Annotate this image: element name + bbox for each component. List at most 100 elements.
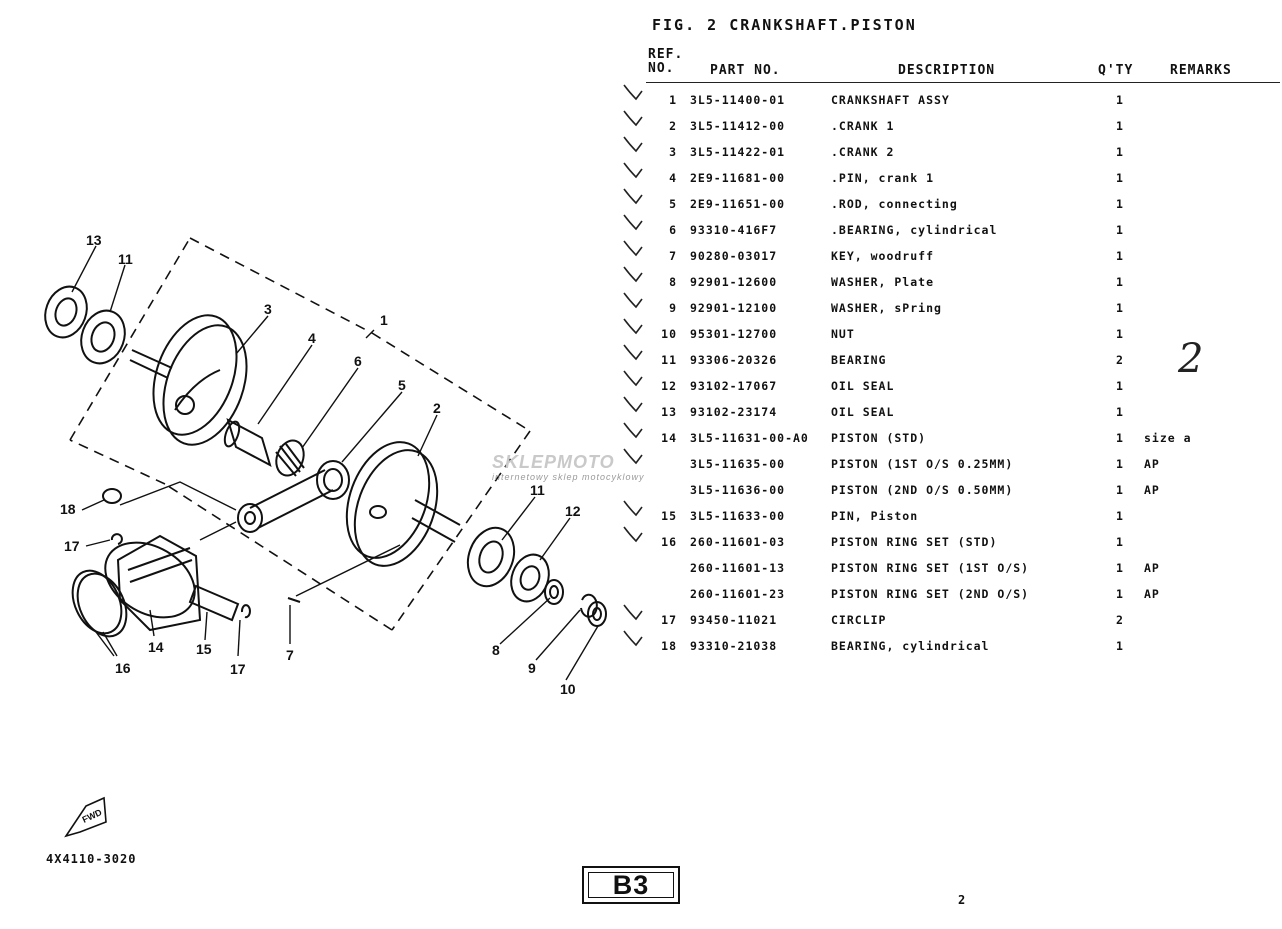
ref-cell: 2 — [669, 119, 677, 133]
part-no-cell: 2E9-11651-00 — [690, 197, 786, 211]
qty-cell: 2 — [1116, 353, 1124, 367]
remarks-cell: AP — [1144, 457, 1160, 471]
qty-cell: 1 — [1116, 561, 1124, 575]
ref-cell: 5 — [669, 197, 677, 211]
description-cell: PISTON (1ST O/S 0.25MM) — [831, 457, 1014, 471]
ref-cell: 18 — [661, 639, 677, 653]
part-no-cell: 260-11601-23 — [690, 587, 786, 601]
description-cell: BEARING, cylindrical — [831, 639, 990, 653]
diagram-code: 4X4110-3020 — [46, 852, 137, 866]
qty-cell: 1 — [1116, 145, 1124, 159]
check-mark-icon — [623, 240, 643, 257]
check-mark-icon — [623, 630, 643, 647]
callout-label: 18 — [60, 501, 76, 517]
part-no-cell: 3L5-11422-01 — [690, 145, 786, 159]
callout-label: 1 — [380, 312, 388, 328]
qty-cell: 1 — [1116, 275, 1124, 289]
callout-label: 12 — [565, 503, 581, 519]
qty-cell: 1 — [1116, 119, 1124, 133]
qty-cell: 2 — [1116, 613, 1124, 627]
part-no-cell: 93310-416F7 — [690, 223, 778, 237]
callout-label: 16 — [115, 660, 131, 676]
ref-cell: 7 — [669, 249, 677, 263]
check-mark-icon — [623, 500, 643, 517]
callout-label: 8 — [492, 642, 500, 658]
ref-cell: 1 — [669, 93, 677, 107]
callout-label: 9 — [528, 660, 536, 676]
watermark-tagline: internetowy sklep motocyklowy — [492, 472, 645, 482]
check-mark-icon — [623, 448, 643, 465]
part-no-cell: 93306-20326 — [690, 353, 778, 367]
check-mark-icon — [623, 292, 643, 309]
callout-label: 6 — [354, 353, 362, 369]
description-cell: PISTON (STD) — [831, 431, 927, 445]
check-mark-icon — [623, 396, 643, 413]
description-header: DESCRIPTION — [898, 63, 996, 78]
part-no-cell: 93102-17067 — [690, 379, 778, 393]
part-no-cell: 93102-23174 — [690, 405, 778, 419]
check-mark-icon — [623, 136, 643, 153]
ref-no-header: REF. NO. — [648, 48, 683, 76]
qty-cell: 1 — [1116, 93, 1124, 107]
qty-cell: 1 — [1116, 639, 1124, 653]
description-cell: PISTON RING SET (2ND O/S) — [831, 587, 1030, 601]
ref-cell: 11 — [661, 353, 677, 367]
description-cell: CIRCLIP — [831, 613, 887, 627]
callout-label: 15 — [196, 641, 212, 657]
table-row: 11 93306-20326 BEARING 2 — [0, 353, 1282, 373]
callout-label: 14 — [148, 639, 164, 655]
qty-cell: 1 — [1116, 197, 1124, 211]
part-no-cell: 3L5-11631-00-A0 — [690, 431, 809, 445]
ref-cell: 14 — [661, 431, 677, 445]
callout-label: 11 — [530, 482, 545, 498]
qty-header: Q'TY — [1098, 63, 1134, 78]
description-cell: KEY, woodruff — [831, 249, 935, 263]
qty-cell: 1 — [1116, 327, 1124, 341]
part-no-cell: 95301-12700 — [690, 327, 778, 341]
qty-cell: 1 — [1116, 535, 1124, 549]
qty-cell: 1 — [1116, 171, 1124, 185]
check-mark-icon — [623, 266, 643, 283]
remarks-cell: AP — [1144, 587, 1160, 601]
part-no-cell: 3L5-11636-00 — [690, 483, 786, 497]
ref-cell: 12 — [661, 379, 677, 393]
ref-cell: 16 — [661, 535, 677, 549]
handwritten-note: 2 — [1178, 336, 1204, 382]
description-cell: OIL SEAL — [831, 405, 895, 419]
ref-cell: 10 — [661, 327, 677, 341]
table-row: 3 3L5-11422-01 .CRANK 2 1 — [0, 145, 1282, 165]
page-number: 2 — [958, 893, 966, 907]
qty-cell: 1 — [1116, 587, 1124, 601]
ref-cell: 3 — [669, 145, 677, 159]
check-mark-icon — [623, 422, 643, 439]
remarks-cell: AP — [1144, 483, 1160, 497]
qty-cell: 1 — [1116, 405, 1124, 419]
description-cell: .CRANK 2 — [831, 145, 895, 159]
part-no-header: PART NO. — [710, 63, 781, 78]
callout-label: 17 — [64, 538, 80, 554]
description-cell: OIL SEAL — [831, 379, 895, 393]
ref-cell: 13 — [661, 405, 677, 419]
table-row: 13 93102-23174 OIL SEAL 1 — [0, 405, 1282, 425]
description-cell: BEARING — [831, 353, 887, 367]
description-cell: .CRANK 1 — [831, 119, 895, 133]
check-mark-icon — [623, 188, 643, 205]
figure-title: FIG. 2 CRANKSHAFT.PISTON — [652, 16, 917, 34]
callout-label: 7 — [286, 647, 294, 663]
part-no-cell: 92901-12100 — [690, 301, 778, 315]
part-no-cell: 92901-12600 — [690, 275, 778, 289]
callout-label: 2 — [433, 400, 441, 416]
remarks-header: REMARKS — [1170, 63, 1232, 78]
table-row: 260-11601-23 PISTON RING SET (2ND O/S) 1 AP — [0, 587, 1282, 607]
callout-label: 13 — [86, 232, 102, 248]
description-cell: PIN, Piston — [831, 509, 919, 523]
